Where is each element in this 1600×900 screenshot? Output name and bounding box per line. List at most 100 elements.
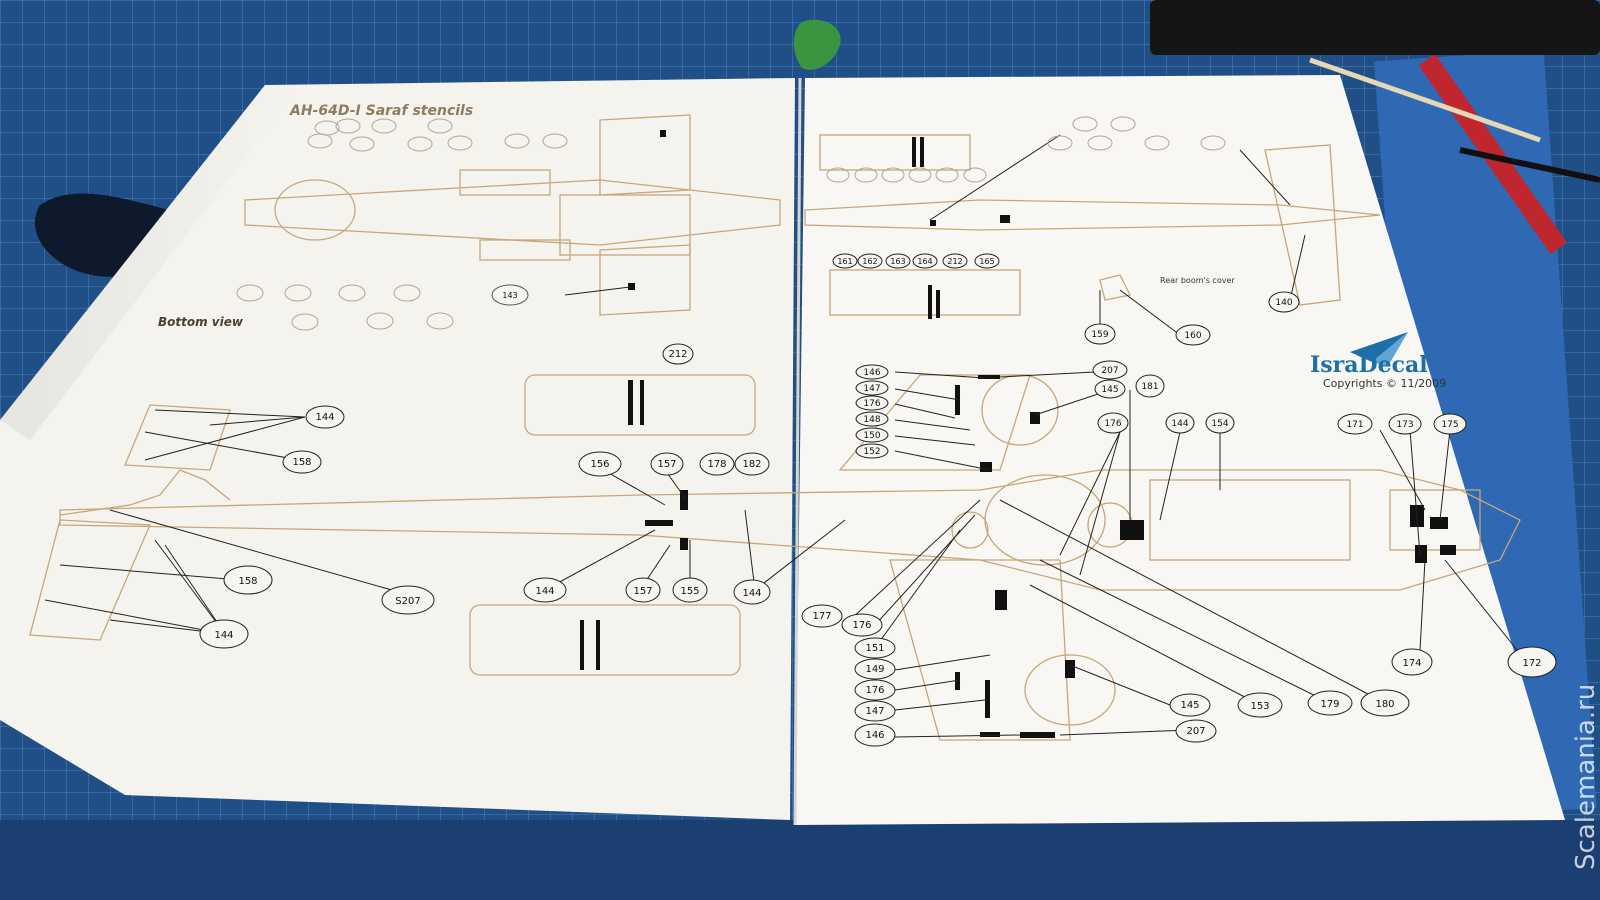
svg-text:146: 146 xyxy=(865,730,884,741)
svg-text:165: 165 xyxy=(979,257,994,266)
svg-text:176: 176 xyxy=(863,399,880,409)
svg-text:146: 146 xyxy=(863,368,880,378)
callout-165: 165 xyxy=(974,253,1000,269)
sheet-title: AH-64D-I Saraf stencils xyxy=(289,103,473,119)
svg-text:180: 180 xyxy=(1375,699,1394,710)
decal-instruction-sheet: AH-64D-I Saraf stencils Bottom view Isra… xyxy=(0,75,1565,826)
svg-text:162: 162 xyxy=(862,257,877,266)
svg-text:144: 144 xyxy=(535,586,554,597)
svg-text:158: 158 xyxy=(292,457,311,468)
callout-156: 156 xyxy=(578,451,622,477)
callout-162: 162 xyxy=(857,253,883,269)
callout-154: 154 xyxy=(1205,412,1235,434)
callout-178: 178 xyxy=(699,452,735,476)
helicopter-line-art xyxy=(29,114,1521,741)
callout-157: 157 xyxy=(650,452,684,476)
decal-placement-marks xyxy=(580,130,1456,738)
callout-176: 176 xyxy=(855,395,889,411)
callout-174: 174 xyxy=(1391,648,1433,676)
callout-171: 171 xyxy=(1337,413,1373,435)
toothpick xyxy=(1309,57,1541,143)
svg-text:S207: S207 xyxy=(395,596,420,607)
svg-text:212: 212 xyxy=(947,257,962,266)
callout-markers: 212 144 158 156 157 178 182 158 144 S207… xyxy=(199,253,1557,747)
callout-160: 160 xyxy=(1175,324,1211,346)
svg-text:157: 157 xyxy=(633,586,652,597)
svg-text:145: 145 xyxy=(1101,385,1118,395)
callout-175: 175 xyxy=(1433,413,1467,435)
callout-182: 182 xyxy=(734,452,770,476)
svg-text:159: 159 xyxy=(1091,330,1108,340)
svg-text:207: 207 xyxy=(1101,366,1118,376)
svg-text:144: 144 xyxy=(214,630,233,641)
callout-207: 207 xyxy=(1175,719,1217,743)
callout-144: 144 xyxy=(199,619,249,649)
callout-144: 144 xyxy=(1165,412,1195,434)
callout-150: 150 xyxy=(855,427,889,443)
svg-text:178: 178 xyxy=(707,459,726,470)
svg-text:145: 145 xyxy=(1180,700,1199,711)
svg-text:147: 147 xyxy=(863,384,880,394)
svg-text:143: 143 xyxy=(502,291,517,300)
callout-158: 158 xyxy=(282,450,322,474)
svg-text:144: 144 xyxy=(1171,419,1188,429)
svg-text:155: 155 xyxy=(680,586,699,597)
booklet-fold xyxy=(793,77,802,826)
svg-text:172: 172 xyxy=(1522,658,1541,669)
svg-text:140: 140 xyxy=(1275,298,1292,308)
svg-text:161: 161 xyxy=(837,257,852,266)
svg-text:154: 154 xyxy=(1211,419,1228,429)
callout-143: 143 xyxy=(491,284,529,306)
svg-text:148: 148 xyxy=(863,415,880,425)
callout-147: 147 xyxy=(854,700,896,722)
brand-name: IsraDecal xyxy=(1310,352,1428,378)
black-marker xyxy=(1150,0,1600,55)
svg-text:212: 212 xyxy=(668,349,687,360)
svg-text:151: 151 xyxy=(865,643,884,654)
svg-text:182: 182 xyxy=(742,459,761,470)
callout-161: 161 xyxy=(832,253,858,269)
svg-text:176: 176 xyxy=(1104,419,1121,429)
callout-144: 144 xyxy=(733,579,771,605)
svg-text:173: 173 xyxy=(1396,420,1413,430)
callout-151: 151 xyxy=(854,637,896,659)
bottom-view-label: Bottom view xyxy=(158,315,244,329)
callout-163: 163 xyxy=(885,253,911,269)
callout-s207: S207 xyxy=(381,585,435,615)
callout-146: 146 xyxy=(854,723,896,747)
isradecal-logo: IsraDecal xyxy=(1310,332,1428,378)
callout-145: 145 xyxy=(1094,379,1126,399)
svg-text:177: 177 xyxy=(812,611,831,622)
svg-text:176: 176 xyxy=(865,685,884,696)
callout-172: 172 xyxy=(1507,646,1557,678)
tweezers xyxy=(1459,147,1600,183)
callout-179: 179 xyxy=(1307,690,1353,716)
callout-147: 147 xyxy=(855,380,889,396)
callout-152: 152 xyxy=(855,443,889,459)
svg-text:181: 181 xyxy=(1141,382,1158,392)
callout-157: 157 xyxy=(625,577,661,603)
callout-146: 146 xyxy=(855,364,889,380)
callout-144: 144 xyxy=(305,405,345,429)
callout-212: 212 xyxy=(942,253,968,269)
callout-212-top: 212 xyxy=(662,343,694,365)
callout-148: 148 xyxy=(855,411,889,427)
left-page-shade xyxy=(0,85,300,440)
svg-text:157: 157 xyxy=(657,459,676,470)
svg-text:149: 149 xyxy=(865,664,884,675)
svg-text:156: 156 xyxy=(590,459,609,470)
rear-boom-cover-note: Rear boom's cover xyxy=(1160,276,1235,285)
callout-159: 159 xyxy=(1084,323,1116,345)
svg-text:152: 152 xyxy=(863,447,880,457)
callout-144: 144 xyxy=(523,577,567,603)
svg-text:176: 176 xyxy=(852,620,871,631)
callout-180: 180 xyxy=(1360,689,1410,717)
svg-text:171: 171 xyxy=(1346,420,1363,430)
svg-text:175: 175 xyxy=(1441,420,1458,430)
callout-176: 176 xyxy=(854,679,896,701)
faded-callouts xyxy=(236,116,1226,331)
callout-177: 177 xyxy=(801,604,843,628)
svg-text:207: 207 xyxy=(1186,726,1205,737)
svg-text:144: 144 xyxy=(742,588,761,599)
